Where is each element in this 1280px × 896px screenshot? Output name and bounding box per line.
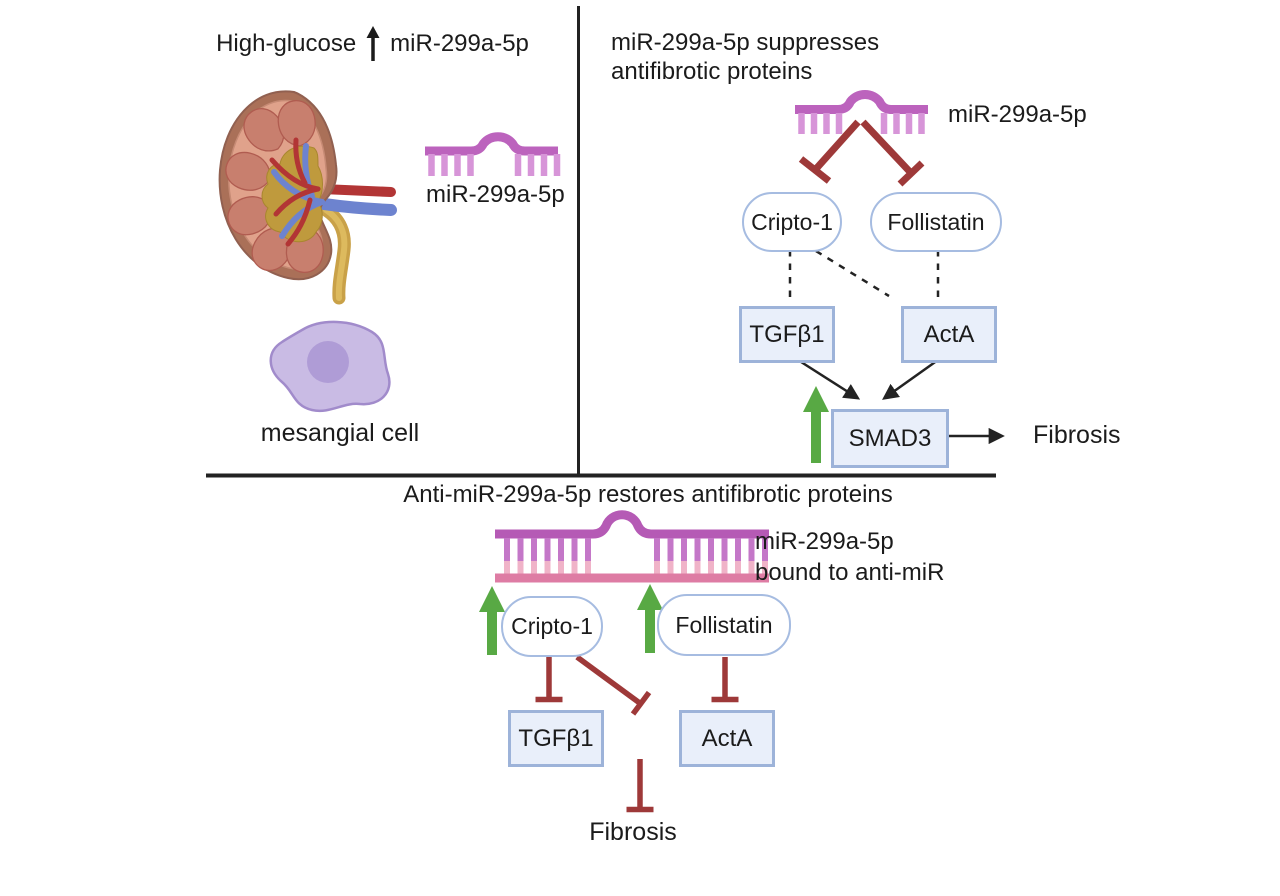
fibrosis-label-bottom: Fibrosis: [589, 818, 677, 846]
top-left-title-prefix: High-glucose: [216, 29, 357, 57]
node-follistatin-top-label: Follistatin: [887, 208, 985, 235]
node-cripto-bottom: Cripto-1: [501, 596, 603, 657]
artery-branches: [269, 137, 321, 247]
up-arrow-follistatin: [637, 584, 663, 653]
node-smad3-label: SMAD3: [848, 424, 932, 452]
node-smad3: SMAD3: [831, 409, 949, 468]
top-left-title: High-glucose miR-299a-5p: [205, 24, 540, 64]
renal-vein: [318, 198, 397, 216]
fibrosis-label-top: Fibrosis: [1033, 421, 1121, 449]
mirna-teeth: [798, 113, 925, 134]
top-right-title-line2: antifibrotic proteins: [611, 57, 813, 85]
node-cripto-top-label: Cripto-1: [751, 208, 833, 235]
mirna-label-top-right: miR-299a-5p: [948, 101, 1087, 128]
mirna-teeth: [428, 154, 561, 176]
duplex-label-line1: miR-299a-5p: [755, 528, 894, 555]
up-arrow-icon: [366, 26, 380, 61]
ureter-highlight: [323, 207, 348, 301]
node-cripto-top: Cripto-1: [742, 192, 842, 252]
dashed-cripto-acta: [815, 249, 890, 298]
mesangial-cell-label: mesangial cell: [260, 419, 420, 447]
node-tgfb1-bottom: TGFβ1: [508, 710, 604, 767]
top-right-title: miR-299a-5p suppresses antifibrotic prot…: [611, 29, 879, 86]
mesangial-cell-shape: [269, 320, 391, 413]
mirna-label-top-left: miR-299a-5p: [426, 181, 565, 208]
mirna-antimir-duplex: [495, 510, 769, 583]
node-tgfb1-top: TGFβ1: [739, 306, 835, 363]
node-acta-bottom: ActA: [679, 710, 775, 767]
node-acta-top-label: ActA: [923, 320, 975, 348]
mirna-icon-top-left: [425, 132, 561, 176]
node-acta-top: ActA: [901, 306, 997, 363]
mirna-icon-top-right: [795, 90, 928, 134]
node-follistatin-bottom: Follistatin: [657, 594, 791, 656]
top-right-title-line1: miR-299a-5p suppresses: [611, 29, 880, 56]
duplex-rungs: [504, 538, 768, 574]
arrow-tgfb1-smad3: [797, 358, 861, 400]
node-tgfb1-bottom-label: TGFβ1: [518, 724, 594, 752]
mirna-inhibition-lines: [798, 119, 925, 187]
arrow-acta-smad3: [882, 358, 939, 400]
up-arrow-cripto: [479, 586, 505, 655]
node-follistatin-bottom-label: Follistatin: [675, 611, 773, 638]
bottom-title: Anti-miR-299a-5p restores antifibrotic p…: [403, 481, 893, 508]
node-tgfb1-top-label: TGFβ1: [749, 320, 825, 348]
duplex-label: miR-299a-5p bound to anti-miR: [755, 526, 944, 588]
duplex-label-line2: bound to anti-miR: [755, 559, 945, 586]
bottom-inhibition-lines: [535, 654, 739, 813]
up-arrow-smad3: [803, 386, 829, 463]
kidney-illustration: [218, 90, 397, 305]
cell-nucleus: [307, 341, 349, 383]
node-cripto-bottom-label: Cripto-1: [511, 613, 593, 639]
node-follistatin-top: Follistatin: [870, 192, 1002, 252]
top-left-title-suffix: miR-299a-5p: [390, 29, 529, 57]
node-acta-bottom-label: ActA: [701, 724, 753, 752]
